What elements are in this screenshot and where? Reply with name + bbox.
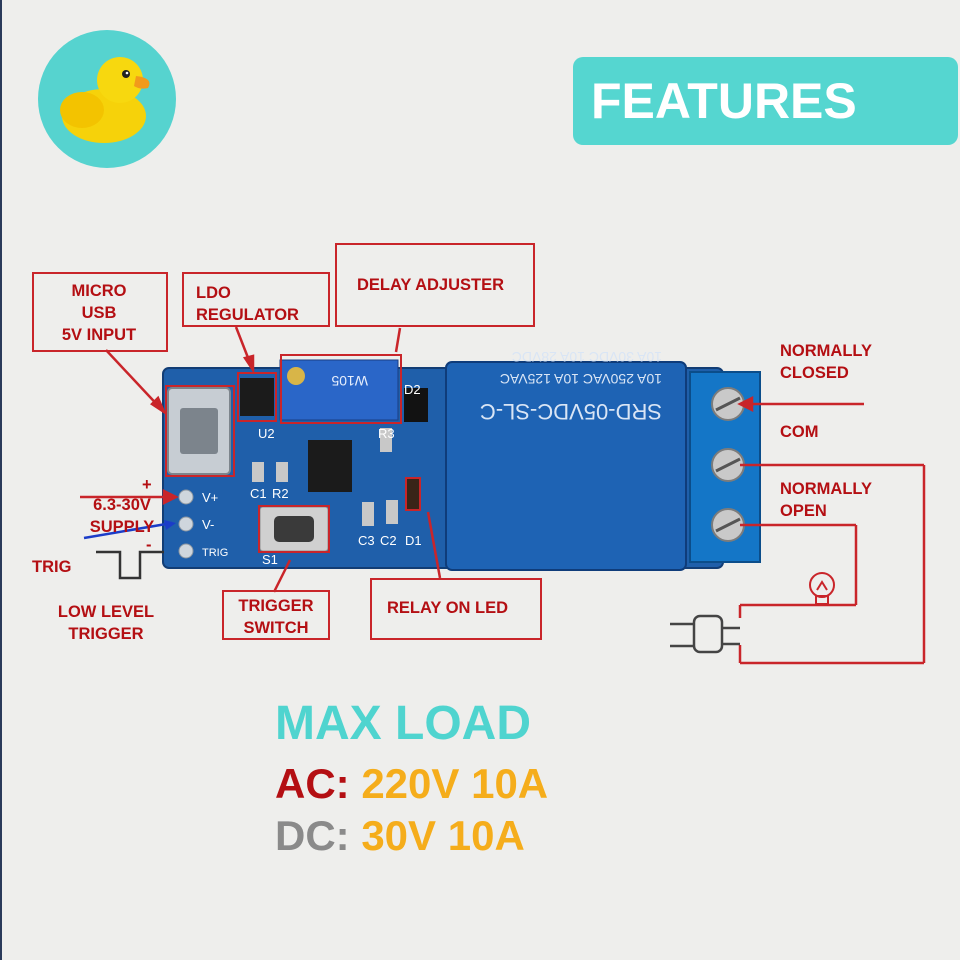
label-c2: C2 — [380, 533, 397, 548]
ldo-highlight-box — [237, 372, 277, 422]
ldo-regulator-label: LDO REGULATOR — [196, 284, 299, 324]
dc-rating: DC: 30V 10A — [275, 812, 525, 860]
pot-highlight-box — [280, 354, 402, 424]
pointer-lines — [80, 326, 926, 665]
duck-logo — [38, 30, 176, 168]
micro-usb-label: MICRO USB 5V INPUT — [61, 282, 137, 344]
pin-holes — [178, 489, 194, 559]
trigger-switch-callout-box — [222, 590, 330, 640]
max-load-heading: MAX LOAD — [275, 697, 531, 750]
com-label: COM — [780, 423, 819, 441]
power-plug-icon — [670, 614, 740, 654]
switch-highlight-box — [258, 505, 330, 553]
normally-open-label: NORMALLY OPEN — [780, 480, 872, 520]
delay-adjuster-label: DELAY ADJUSTER — [357, 276, 505, 294]
relay-rating-1: 10A 250VAC 10A 125VAC — [500, 371, 662, 387]
relay-rating-2: 10A 30VDC 10A 28VDC — [512, 349, 662, 365]
dc-value: 30V 10A — [361, 812, 525, 859]
trigger-switch-label: TRIGGER SWITCH — [238, 597, 314, 637]
ldo-callout-box — [182, 272, 330, 327]
pcb-board — [162, 359, 761, 571]
timer-chip — [308, 440, 352, 492]
left-frame-border — [0, 0, 2, 960]
pin-label-trig: TRIG — [202, 547, 228, 559]
pin-label-vminus: V- — [202, 517, 214, 532]
label-r2: R2 — [272, 486, 289, 501]
ac-rating: AC: 220V 10A — [275, 760, 548, 808]
relay-on-led-label: RELAY ON LED — [387, 599, 509, 617]
label-u2: U2 — [258, 426, 275, 441]
ldo-chip — [240, 378, 274, 416]
pin-label-vplus: V+ — [202, 490, 218, 505]
relay-model: SRD-05VDC-SL-C — [480, 399, 662, 424]
low-level-trigger-label: LOW LEVEL TRIGGER — [57, 603, 155, 643]
label-s1: S1 — [262, 552, 278, 567]
normally-closed-label: NORMALLY CLOSED — [780, 342, 872, 382]
low-trigger-waveform — [96, 550, 164, 580]
label-d1: D1 — [405, 533, 422, 548]
relay-led-callout-box — [370, 578, 542, 640]
dc-key: DC: — [275, 812, 350, 859]
trig-label: TRIG — [32, 558, 72, 576]
ac-value: 220V 10A — [361, 760, 549, 807]
usb-highlight-box — [165, 385, 235, 477]
label-c1: C1 — [250, 486, 267, 501]
minus-sign: - — [146, 536, 152, 554]
relay-block — [445, 361, 687, 571]
plus-sign: + — [142, 476, 152, 494]
ac-key: AC: — [275, 760, 350, 807]
label-d2: D2 — [404, 382, 421, 397]
features-banner: FEATURES — [573, 57, 958, 145]
micro-usb-callout-box — [32, 272, 168, 352]
label-c3: C3 — [358, 533, 375, 548]
delay-adjuster-callout-box — [335, 243, 535, 327]
duck-icon — [60, 57, 150, 143]
pot-code: W105 — [331, 373, 368, 389]
features-title: FEATURES — [591, 73, 857, 129]
supply-label: 6.3-30V SUPPLY — [89, 496, 155, 536]
label-r3: R3 — [378, 426, 395, 441]
lamp-icon — [809, 572, 835, 605]
